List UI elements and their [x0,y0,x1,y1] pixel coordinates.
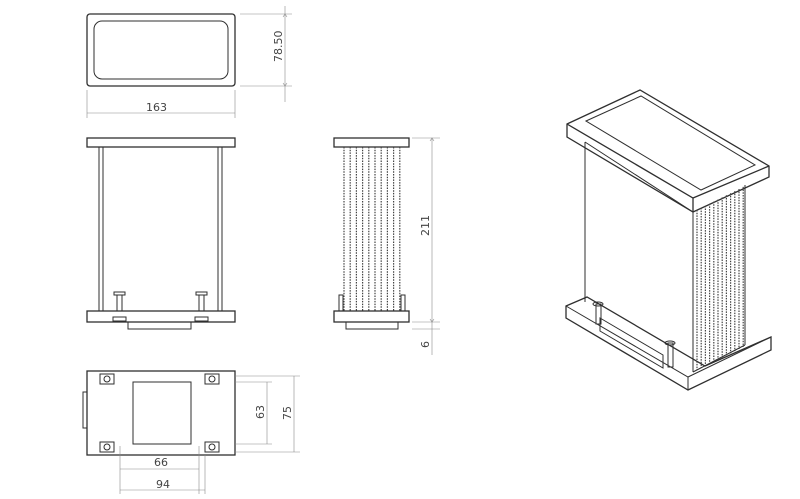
bottom-view: 63 75 66 94 [82,370,300,494]
dim-top-height: 78.50 [272,31,285,63]
isometric-view [565,89,772,391]
dim-base-inner-width: 66 [154,456,168,469]
dim-base-outer-width: 94 [156,478,170,491]
dim-top-width: 163 [146,101,167,114]
top-view: 78.50 163 [86,6,292,118]
dim-base-outer-height: 75 [281,406,294,420]
front-view [86,137,236,330]
fin-stack [343,147,401,311]
dim-side-height: 211 [419,215,432,236]
side-view: 211 6 [333,137,440,355]
iso-fin-stack [696,186,744,370]
dim-base-inner-height: 63 [254,405,267,419]
dim-base-thickness: 6 [419,341,432,348]
